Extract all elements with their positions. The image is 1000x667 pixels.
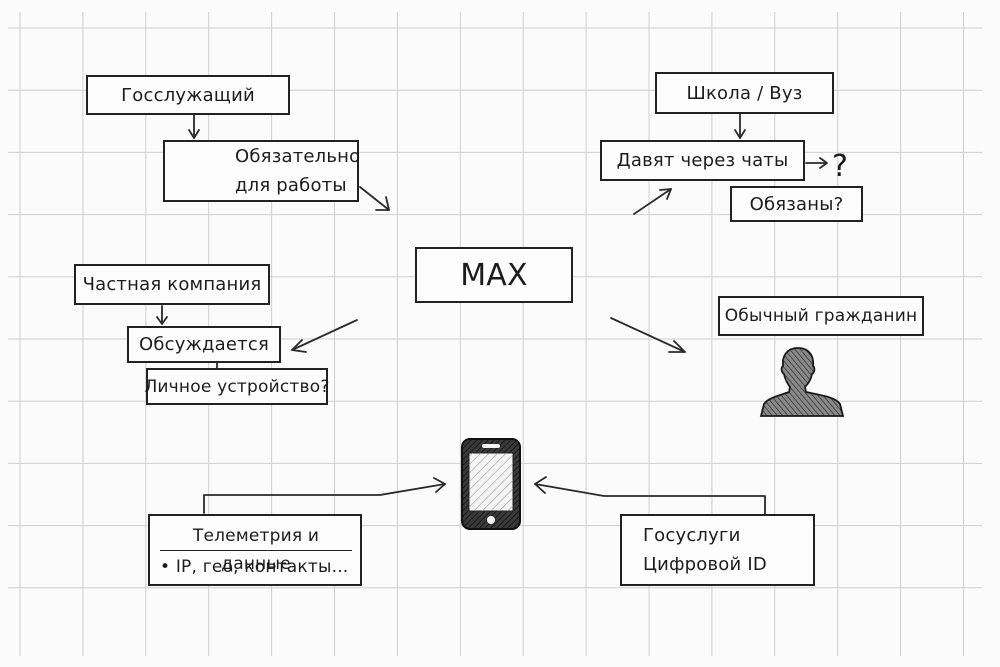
node-civil-servant-detail[interactable]: Обязательно для работы (163, 140, 361, 202)
node-school-detail[interactable]: Давят через чаты (600, 140, 805, 181)
node-private-company-label: Частная компания (82, 274, 262, 295)
person-silhouette-icon (759, 347, 845, 417)
detail-line-2: для работы (235, 175, 347, 196)
node-school-question-label: Обязаны? (749, 193, 844, 215)
connectors (156, 113, 828, 515)
arrow-company-to-detail (156, 305, 168, 325)
node-gosuslugi[interactable]: Госуслуги Цифровой ID (620, 514, 815, 586)
node-citizen[interactable]: Обычный гражданин (718, 296, 924, 336)
arrow-max-to-company (291, 319, 358, 353)
node-telemetry[interactable]: Телеметрия и данные • IP, гео, контакты.… (148, 514, 362, 586)
node-civil-servant-label: Госслужащий (121, 84, 255, 106)
detail-line-1: Обязательно (235, 146, 361, 167)
node-gosuslugi-line-1: Госуслуги (643, 525, 741, 546)
arrow-civil-servant-to-max (359, 186, 390, 211)
node-citizen-label: Обычный гражданин (724, 306, 918, 326)
arrow-school-to-detail (734, 113, 746, 139)
node-civil-servant[interactable]: Госслужащий (86, 75, 290, 115)
arrow-chats-to-question (805, 157, 828, 169)
node-personal-device-label: Личное устройство? (144, 376, 330, 397)
node-school[interactable]: Школа / Вуз (655, 72, 834, 114)
arrow-civil-servant-to-detail (188, 113, 200, 139)
node-school-detail-label: Давят через чаты (616, 150, 789, 171)
node-max-label: MAX (460, 257, 528, 293)
node-gosuslugi-line-2: Цифровой ID (643, 554, 767, 575)
arrow-telemetry-to-phone (203, 477, 446, 514)
node-max[interactable]: MAX (415, 247, 573, 303)
node-telemetry-title: Телеметрия и данные (160, 522, 352, 574)
arrow-max-to-citizen (610, 317, 686, 353)
arrow-max-to-school (633, 188, 672, 215)
arrow-gosuslugi-to-phone (534, 476, 766, 515)
node-private-company-detail-label: Обсуждается (139, 334, 269, 355)
node-private-company[interactable]: Частная компания (74, 264, 270, 305)
node-private-company-detail[interactable]: Обсуждается (127, 326, 281, 363)
node-telemetry-item: • IP, гео, контакты... (160, 557, 349, 577)
question-mark: ? (832, 149, 848, 184)
node-school-question[interactable]: Обязаны? (730, 186, 863, 222)
smartphone-icon (461, 438, 521, 530)
node-personal-device[interactable]: Личное устройство? (144, 368, 330, 405)
node-school-label: Школа / Вуз (686, 82, 803, 104)
